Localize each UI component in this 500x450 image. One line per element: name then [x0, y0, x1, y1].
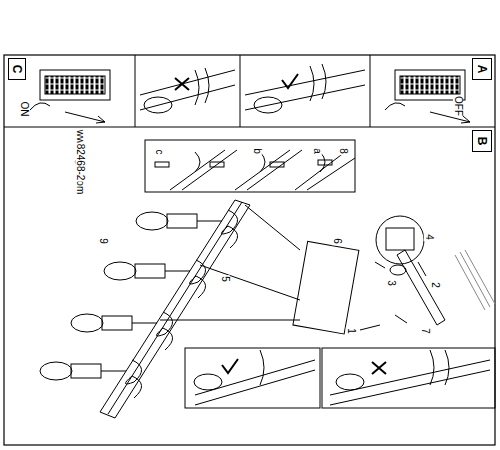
callout-number: b	[252, 147, 262, 155]
callout-number: 9	[98, 237, 108, 245]
callout-number: 1	[346, 327, 356, 335]
panel-letter-box: A	[472, 58, 492, 80]
callout-number: 4	[424, 233, 434, 241]
callout-number: 5	[220, 275, 230, 283]
callout-number: a	[312, 147, 322, 155]
panel-letter-box: C	[8, 58, 26, 80]
callout-number: 3	[386, 279, 396, 287]
callout-number: 8	[338, 147, 348, 155]
callout-number: ON	[19, 100, 29, 117]
callout-number: c	[154, 148, 164, 155]
note-text: OFF	[453, 95, 463, 117]
callout-number: 6	[332, 237, 342, 245]
callout-number: 2	[430, 281, 440, 289]
panel-letter: B	[475, 137, 489, 146]
panel-letter-box: B	[472, 130, 492, 152]
note-text: 82468-2	[75, 142, 85, 181]
callout-number: 7	[420, 327, 430, 335]
panel-letter: C	[10, 65, 24, 74]
panel-letter: A	[475, 65, 489, 74]
